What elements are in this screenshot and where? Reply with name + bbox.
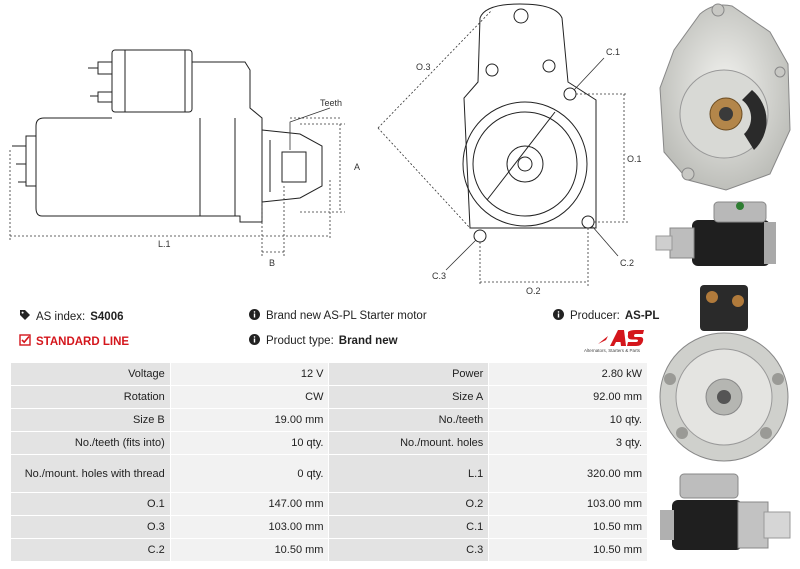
producer-value: AS-PL xyxy=(624,310,660,322)
spec-label: O.2 xyxy=(328,492,490,516)
as-index: AS index: S4006 xyxy=(18,309,124,324)
logo-tagline: Alternators, Starters & Parts xyxy=(584,348,641,353)
product-photo-rear xyxy=(659,285,789,462)
spec-label: C.3 xyxy=(328,538,490,562)
spec-value: 103.00 mm xyxy=(169,515,330,539)
standard-line-badge: STANDARD LINE xyxy=(18,334,129,349)
spec-label: No./mount. holes xyxy=(328,431,490,455)
info-icon xyxy=(248,334,261,348)
spec-label: No./teeth xyxy=(328,408,490,432)
spec-value: 103.00 mm xyxy=(488,492,648,516)
label-o1: O.1 xyxy=(627,154,642,164)
spec-value: 10 qty. xyxy=(169,431,330,455)
product-photo-front xyxy=(659,3,791,191)
spec-label: O.1 xyxy=(10,492,171,516)
label-c3: C.3 xyxy=(432,271,446,281)
spec-value: 2.80 kW xyxy=(488,362,648,386)
product-type-info: Product type: Brand new xyxy=(248,334,398,348)
label-o3: O.3 xyxy=(416,62,431,72)
product-type-label: Product type: xyxy=(266,335,334,347)
label-b: B xyxy=(269,258,275,268)
label-c1: C.1 xyxy=(606,47,620,57)
as-index-value: S4006 xyxy=(90,310,124,323)
spec-label: Size A xyxy=(328,385,490,409)
side-view-drawing: Teeth A L.1 B xyxy=(9,49,360,268)
producer-label: Producer: xyxy=(570,310,620,322)
spec-value: 147.00 mm xyxy=(169,492,330,516)
product-photo-side-2 xyxy=(660,473,791,550)
spec-value: 12 V xyxy=(169,362,330,386)
spec-value: 10.50 mm xyxy=(488,538,648,562)
spec-label: No./teeth (fits into) xyxy=(10,431,171,455)
spec-value: CW xyxy=(169,385,330,409)
info-icon xyxy=(552,309,565,323)
spec-value: 19.00 mm xyxy=(169,408,330,432)
spec-value: 10 qty. xyxy=(488,408,648,432)
brand-new-info: Brand new AS-PL Starter motor xyxy=(248,309,427,323)
as-pl-logo: Alternators, Starters & Parts xyxy=(584,328,650,356)
product-photo-side xyxy=(655,201,776,266)
label-c2: C.2 xyxy=(620,258,634,268)
tag-icon xyxy=(18,309,31,324)
spec-value: 10.50 mm xyxy=(169,538,330,562)
spec-value: 10.50 mm xyxy=(488,515,648,539)
product-type-value: Brand new xyxy=(338,335,398,347)
checkbox-icon xyxy=(18,334,31,349)
label-o2: O.2 xyxy=(526,286,541,296)
spec-value: 320.00 mm xyxy=(488,454,648,493)
label-teeth: Teeth xyxy=(320,98,342,108)
spec-label: C.1 xyxy=(328,515,490,539)
spec-label: Voltage xyxy=(10,362,171,386)
as-index-label: AS index: xyxy=(36,310,86,323)
spec-label: Size B xyxy=(10,408,171,432)
brand-new-text: Brand new AS-PL Starter motor xyxy=(266,310,427,322)
spec-label: Power xyxy=(328,362,490,386)
spec-value: 92.00 mm xyxy=(488,385,648,409)
info-icon xyxy=(248,309,261,323)
label-l1: L.1 xyxy=(158,239,171,249)
spec-value: 0 qty. xyxy=(169,454,330,493)
spec-label: O.3 xyxy=(10,515,171,539)
front-view-drawing: O.3 C.1 O.1 C.3 C.2 O.2 xyxy=(377,3,642,296)
spec-label: No./mount. holes with thread xyxy=(10,454,171,493)
spec-label: Rotation xyxy=(10,385,171,409)
label-a: A xyxy=(354,162,360,172)
spec-value: 3 qty. xyxy=(488,431,648,455)
standard-line-text: STANDARD LINE xyxy=(36,335,130,348)
producer-info: Producer: AS-PL xyxy=(552,309,659,323)
table-row: No./teeth (fits into)10 qty.No./mount. h… xyxy=(10,431,648,455)
spec-label: L.1 xyxy=(328,454,490,493)
spec-label: C.2 xyxy=(10,538,171,562)
